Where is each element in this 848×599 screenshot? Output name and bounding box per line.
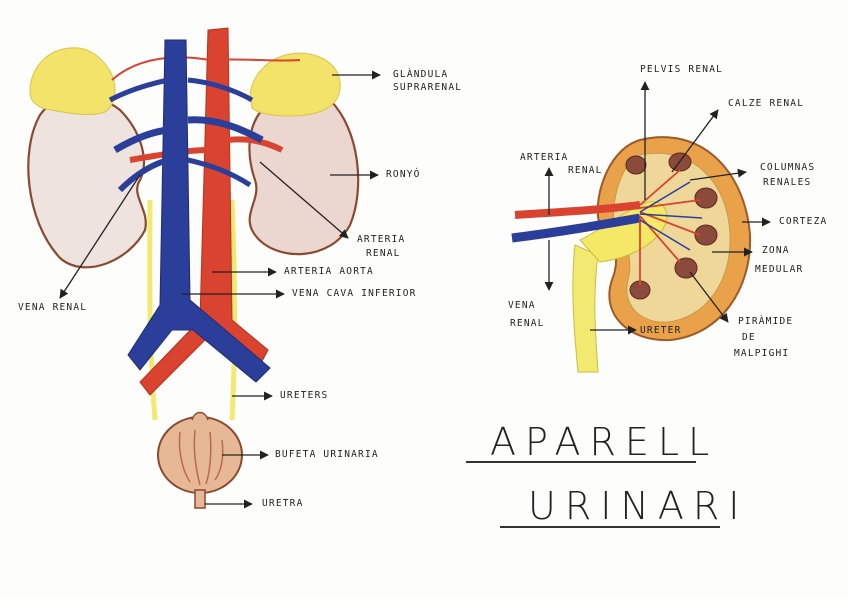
upper-vein-left — [108, 77, 169, 103]
label-arteria-renal-1: ARTERIA — [357, 234, 406, 245]
label-bufeta: BUFETA URINARIA — [275, 449, 379, 460]
label-calze-renal: CALZE RENAL — [728, 98, 805, 109]
section-ureter — [572, 244, 599, 373]
section-renal-vein — [511, 213, 641, 243]
arrow-calze — [671, 109, 719, 173]
section-vessel-branches — [639, 169, 701, 285]
arrow-vena-renal — [59, 174, 141, 299]
label-piramide-3: MALPIGHI — [734, 348, 790, 359]
label-suprarenal: SUPRARENAL — [393, 82, 463, 93]
title-underline-1 — [466, 461, 696, 463]
right-renal-vein-branch — [187, 157, 252, 188]
arrow-piramide — [689, 271, 729, 323]
pyramid-3 — [694, 187, 718, 209]
label-arteria-renal-2: RENAL — [366, 248, 401, 259]
right-adrenal-gland — [249, 52, 341, 117]
label-ronyo: RONYÓ — [386, 169, 421, 180]
label-columnas-1: COLUMNAS — [760, 162, 816, 173]
urethra — [194, 489, 206, 509]
label-arteria-1: ARTERIA — [520, 152, 569, 163]
right-renal-vein — [187, 116, 264, 144]
upper-vein-right — [187, 77, 254, 103]
title-line-1: APARELL — [490, 420, 719, 464]
pyramids — [625, 152, 718, 300]
label-piramide-1: PIRÀMIDE — [738, 316, 794, 327]
label-pelvis-renal: PELVIS RENAL — [640, 64, 724, 75]
label-vena-2: RENAL — [510, 318, 545, 329]
vena-cava-inferior — [127, 39, 271, 383]
label-vena-1: VENA — [508, 300, 536, 311]
kidney-cross-section — [511, 81, 771, 373]
label-columnas-2: RENALES — [763, 177, 812, 188]
label-zona: ZONA — [762, 245, 790, 256]
label-ureter: URETER — [640, 325, 682, 336]
arch-artery — [111, 56, 301, 81]
arrow-arteria-renal — [259, 161, 349, 239]
label-ureters: URETERS — [280, 390, 329, 401]
title-line-2: URINARI — [528, 484, 749, 528]
bladder-folds — [178, 429, 224, 486]
section-renal-artery — [514, 201, 641, 219]
label-uretra: URETRA — [262, 498, 304, 509]
right-ureter — [229, 199, 238, 421]
right-renal-artery — [227, 136, 284, 153]
bladder-top — [191, 411, 209, 421]
label-piramide-2: DE — [742, 332, 756, 343]
left-adrenal-gland — [29, 47, 116, 116]
right-kidney — [248, 90, 360, 256]
section-vein-branches — [639, 181, 703, 251]
left-renal-vein-branch — [117, 157, 169, 193]
left-renal-vein — [113, 126, 169, 154]
label-medular: MEDULAR — [755, 264, 804, 275]
label-glandula: GLÀNDULA — [393, 69, 449, 80]
title-underline-2 — [500, 526, 720, 528]
label-arteria-2: RENAL — [568, 165, 603, 176]
label-corteza: CORTEZA — [779, 216, 828, 227]
label-vena-cava: VENA CAVA INFERIOR — [292, 288, 417, 299]
pyramid-4 — [694, 224, 718, 246]
urinary-system-overview — [27, 27, 381, 509]
left-kidney — [27, 95, 147, 269]
arrow-columnas — [689, 168, 747, 181]
label-arteria-aorta: ARTERIA AORTA — [284, 266, 374, 277]
label-vena-renal: VENA RENAL — [18, 302, 88, 313]
pyramid-1 — [625, 155, 647, 175]
